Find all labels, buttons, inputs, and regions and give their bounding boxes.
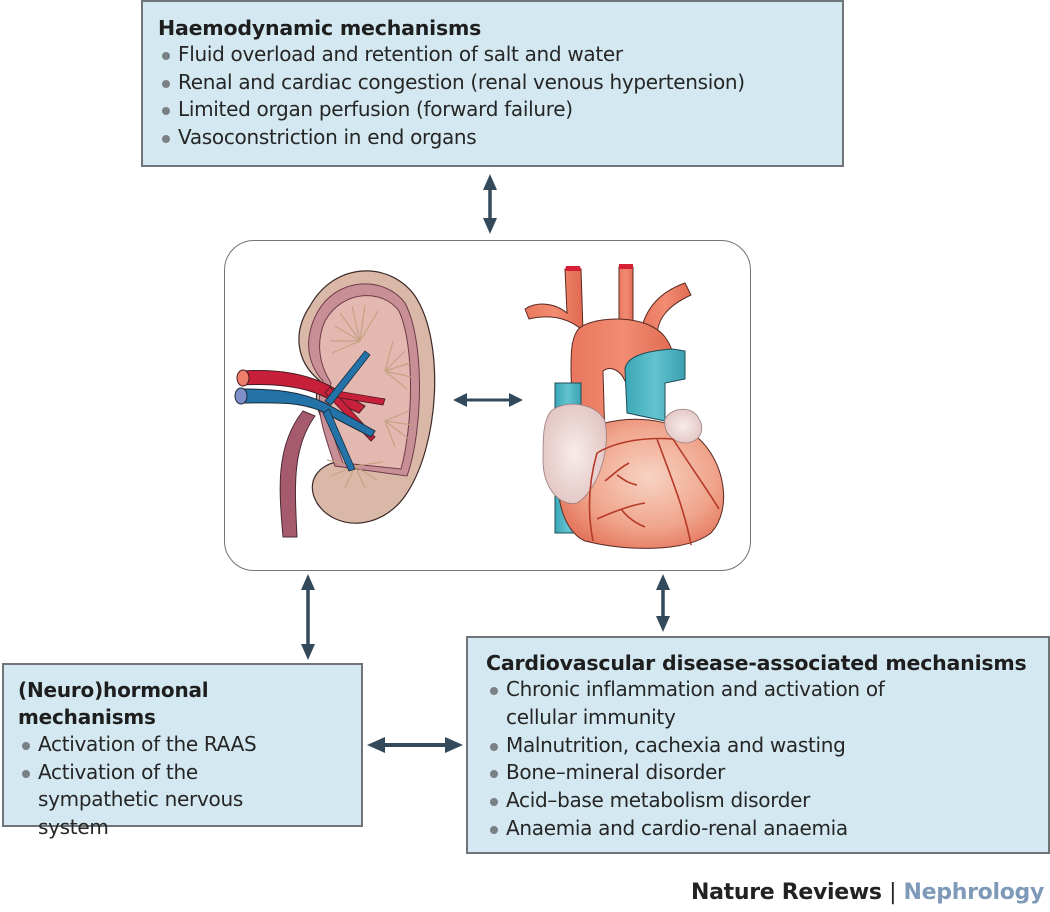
branding-separator: | (889, 880, 897, 905)
cardiovascular-list: Chronic inflammation and activation of c… (486, 676, 1048, 843)
journal-branding: Nature Reviews | Nephrology (691, 880, 1044, 905)
journal-name: Nature Reviews (690, 880, 882, 905)
haemodynamic-list: Fluid overload and retention of salt and… (158, 41, 842, 151)
list-item: Acid–base metabolism disorder (486, 787, 1048, 815)
neurohormonal-list: Activation of the RAAS Activation of the… (18, 731, 358, 841)
cardiovascular-title: Cardiovascular disease-associated mechan… (486, 651, 1027, 675)
list-item: Limited organ perfusion (forward failure… (158, 96, 842, 124)
haemodynamic-title: Haemodynamic mechanisms (158, 16, 482, 40)
list-item: Fluid overload and retention of salt and… (158, 41, 842, 69)
organ-illustration-panel (224, 240, 751, 571)
list-item: Anaemia and cardio-renal anaemia (486, 815, 1048, 843)
list-item: Renal and cardiac congestion (renal veno… (158, 69, 842, 97)
kidney-icon (234, 270, 436, 538)
haemodynamic-mechanisms-box: Haemodynamic mechanisms Fluid overload a… (141, 0, 844, 167)
bidirectional-arrow-right (656, 574, 670, 632)
list-item: Chronic inflammation and activation of c… (486, 676, 946, 732)
list-item: Activation of the RAAS (18, 731, 358, 759)
bidirectional-arrow-left (301, 574, 315, 660)
list-item: Bone–mineral disorder (486, 759, 1048, 787)
subjournal-name: Nephrology (903, 880, 1045, 905)
list-item: Activation of the sympathetic nervous sy… (18, 759, 288, 842)
list-item: Malnutrition, cachexia and wasting (486, 732, 1048, 760)
list-item: Vasoconstriction in end organs (158, 124, 842, 152)
heart-icon (524, 264, 725, 549)
neurohormonal-mechanisms-box: (Neuro)hormonal mechanisms Activation of… (2, 663, 363, 839)
neurohormonal-title: (Neuro)hormonal mechanisms (18, 678, 209, 729)
bidirectional-arrow-top (483, 174, 497, 234)
cardiovascular-mechanisms-box: Cardiovascular disease-associated mechan… (466, 636, 1050, 854)
bidirectional-arrow-kidney-heart (453, 393, 523, 407)
bidirectional-arrow-horizontal (367, 737, 463, 753)
organ-illustration (234, 264, 725, 549)
